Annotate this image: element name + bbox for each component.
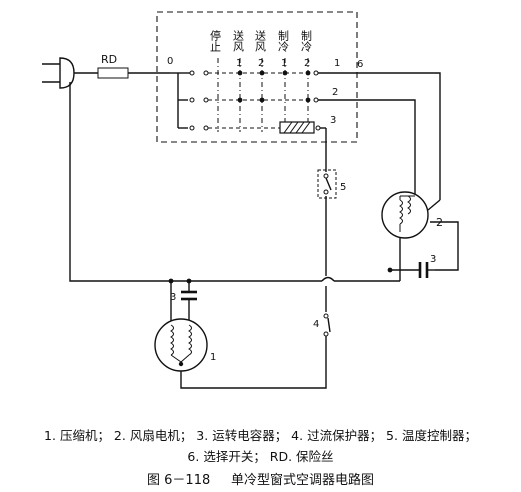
thermostat-tag: 5 bbox=[340, 182, 346, 193]
column-number: 2 bbox=[258, 58, 264, 69]
switch-position-lines bbox=[217, 58, 309, 132]
column-number: 1 bbox=[281, 58, 287, 69]
overload-tag: 4 bbox=[313, 319, 319, 330]
column-number: 2 bbox=[304, 58, 310, 69]
position-label-fan-2: 送风 bbox=[254, 29, 267, 52]
compressor-cap-tag: 3 bbox=[170, 292, 176, 303]
position-label-stop: 停止 bbox=[209, 29, 222, 52]
compressor-tag: 1 bbox=[210, 352, 216, 363]
switch-column-numbers: 1 2 1 2 bbox=[236, 58, 310, 69]
switch-output-label: 2 bbox=[332, 87, 338, 98]
compressor: 1 bbox=[154, 281, 216, 372]
power-plug-icon bbox=[42, 57, 98, 89]
fuse-label: RD bbox=[101, 53, 117, 66]
switch-output-label: 3 bbox=[330, 115, 336, 126]
circuit-diagram: RD 停止 送风 送风 制冷 制冷 1 2 1 2 0 bbox=[42, 11, 459, 389]
figure-title: 单冷型窗式空调器电路图 bbox=[230, 473, 374, 488]
switch-output-label: 1 bbox=[334, 58, 340, 69]
selector-switch-enclosure bbox=[156, 11, 358, 143]
column-number: 1 bbox=[236, 58, 242, 69]
figure-number: 图 6－118 bbox=[147, 473, 211, 488]
position-label-cool-1: 制冷 bbox=[277, 30, 290, 53]
fan-run-capacitor: 3 bbox=[400, 254, 436, 278]
fan-cap-tag: 3 bbox=[430, 254, 436, 265]
legend-line-1: 1. 压缩机； 2. 风扇电机； 3. 运转电容器； 4. 过流保护器； 5. … bbox=[44, 428, 477, 443]
legend-line-2: 6. 选择开关； RD. 保险丝 bbox=[187, 449, 334, 464]
position-label-cool-2: 制冷 bbox=[300, 30, 313, 53]
fuse-rd: RD bbox=[97, 53, 129, 79]
switch-tag: 6 bbox=[357, 59, 363, 70]
position-label-fan-1: 送风 bbox=[232, 29, 245, 52]
thermostat: 5 bbox=[317, 128, 346, 199]
selector-switch-contacts: 0 1 2 3 bbox=[167, 56, 340, 134]
fan-motor: 2 bbox=[381, 191, 443, 239]
switch-position-labels: 停止 送风 送风 制冷 制冷 bbox=[209, 29, 313, 53]
compressor-run-capacitor: 3 bbox=[170, 281, 197, 322]
overload-protector: 4 bbox=[313, 313, 331, 337]
figure-caption: 图 6－118 单冷型窗式空调器电路图 bbox=[0, 469, 521, 488]
switch-input-label: 0 bbox=[167, 56, 173, 67]
